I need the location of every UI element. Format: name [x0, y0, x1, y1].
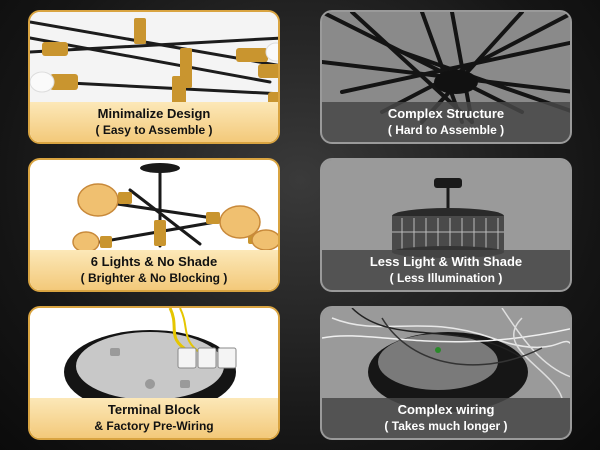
caption-title: Complex wiring [397, 402, 495, 417]
good-lights-caption: 6 Lights & No Shade ( Brighter & No Bloc… [30, 250, 278, 290]
caption-title: 6 Lights & No Shade [90, 254, 218, 269]
caption-subtitle: ( Brighter & No Blocking ) [80, 271, 228, 285]
bad-shade-caption: Less Light & With Shade ( Less Illuminat… [322, 250, 570, 290]
comparison-card-bad-wiring: Complex wiring ( Takes much longer ) [320, 306, 572, 440]
comparison-card-good-wiring: Terminal Block & Factory Pre-Wiring [28, 306, 280, 440]
caption-subtitle: ( Less Illumination ) [389, 271, 503, 285]
caption-subtitle: ( Hard to Assemble ) [387, 123, 505, 137]
bad-wiring-caption: Complex wiring ( Takes much longer ) [322, 398, 570, 438]
comparison-card-bad-structure: Complex Structure ( Hard to Assemble ) [320, 10, 572, 144]
good-design-caption: Minimalize Design ( Easy to Assemble ) [30, 102, 278, 142]
good-wiring-caption: Terminal Block & Factory Pre-Wiring [30, 398, 278, 438]
caption-subtitle: ( Takes much longer ) [384, 419, 508, 433]
caption-subtitle: ( Easy to Assemble ) [95, 123, 213, 137]
comparison-card-bad-shade: Less Light & With Shade ( Less Illuminat… [320, 158, 572, 292]
comparison-card-good-lights: 6 Lights & No Shade ( Brighter & No Bloc… [28, 158, 280, 292]
caption-title: Minimalize Design [97, 106, 211, 121]
caption-subtitle: & Factory Pre-Wiring [94, 419, 214, 433]
caption-title: Complex Structure [387, 106, 505, 121]
comparison-card-good-design: Minimalize Design ( Easy to Assemble ) [28, 10, 280, 144]
bad-structure-caption: Complex Structure ( Hard to Assemble ) [322, 102, 570, 142]
caption-title: Less Light & With Shade [369, 254, 523, 269]
caption-title: Terminal Block [107, 402, 201, 417]
